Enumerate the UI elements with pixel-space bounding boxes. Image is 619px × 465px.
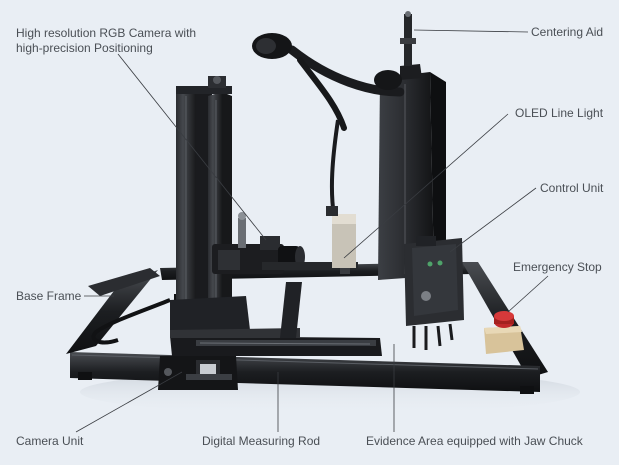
label-oled-line-light: OLED Line Light [515, 106, 604, 120]
base-frame [66, 262, 548, 394]
label-digital-measuring-rod: Digital Measuring Rod [202, 434, 321, 448]
tower [378, 64, 446, 280]
control-unit [404, 236, 464, 350]
label-evidence-area: Evidence Area equipped with Jaw Chuck [366, 434, 583, 448]
leader-centering-aid [413, 29, 529, 33]
centering-aid [400, 11, 416, 66]
leader-camera-positioning [117, 53, 267, 241]
leader-lines [75, 29, 549, 433]
label-emergency-stop: Emergency Stop [513, 260, 602, 274]
label-camera-unit: Camera Unit [16, 434, 84, 448]
leader-camera-unit [75, 371, 183, 433]
rgb-camera-assembly [212, 212, 358, 274]
label-camera-positioning: High resolution RGB Camera with high-pre… [16, 26, 197, 55]
leader-emergency-stop [507, 275, 549, 313]
camera-column [170, 76, 250, 336]
label-centering-aid: Centering Aid [531, 25, 604, 39]
camera-unit [158, 356, 238, 390]
oled-line-light [326, 206, 356, 274]
measuring-rod-assembly [170, 282, 382, 356]
label-control-unit: Control Unit [540, 181, 604, 195]
leader-control-unit [449, 187, 537, 253]
cable-bundle [91, 298, 171, 345]
label-base-frame: Base Frame [16, 289, 82, 303]
emergency-stop-button [484, 311, 524, 354]
leader-oled-line-light [343, 113, 509, 259]
